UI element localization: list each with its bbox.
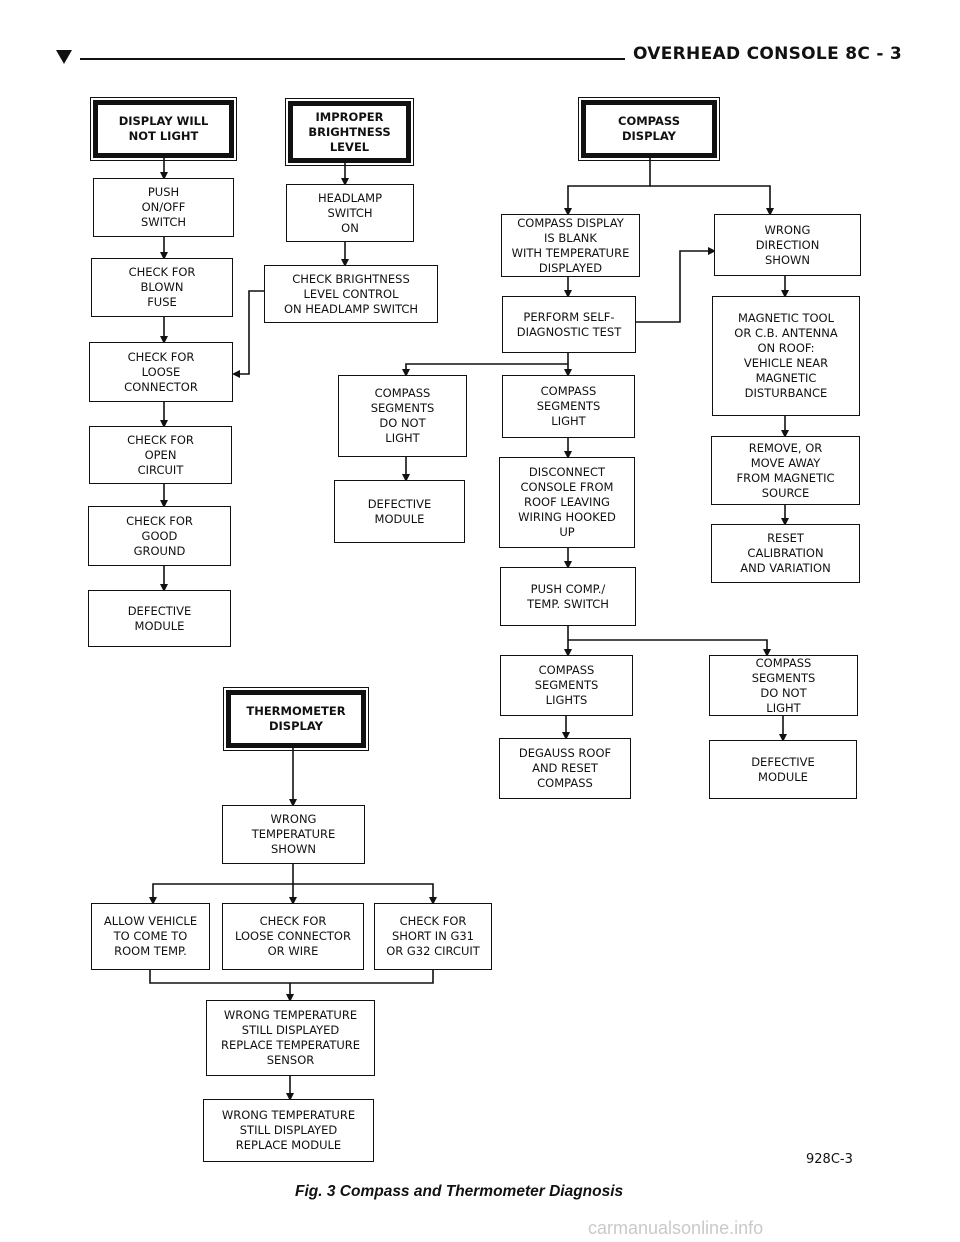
flow-line [149, 970, 434, 984]
box-improper-brightness-level: IMPROPER BRIGHTNESS LEVEL [285, 98, 414, 166]
box-wrong-temperature-replace-module: WRONG TEMPERATURE STILL DISPLAYED REPLAC… [203, 1099, 374, 1162]
arrow-connector [149, 883, 293, 905]
box-wrong-temperature-shown: WRONG TEMPERATURE SHOWN [222, 805, 365, 864]
box-allow-vehicle-room-temp: ALLOW VEHICLE TO COME TO ROOM TEMP. [91, 903, 210, 970]
box-compass-segments-do-not-light-2: COMPASS SEGMENTS DO NOT LIGHT [709, 655, 858, 716]
box-push-on-off-switch: PUSH ON/OFF SWITCH [93, 178, 234, 237]
box-push-comp-temp-switch: PUSH COMP./ TEMP. SWITCH [500, 567, 636, 626]
header-triangle-icon [56, 50, 72, 64]
box-disconnect-console-from-roof: DISCONNECT CONSOLE FROM ROOF LEAVING WIR… [499, 457, 635, 548]
box-check-good-ground: CHECK FOR GOOD GROUND [88, 506, 231, 566]
box-perform-self-diagnostic-test: PERFORM SELF- DIAGNOSTIC TEST [502, 296, 636, 353]
box-wrong-direction-shown: WRONG DIRECTION SHOWN [714, 214, 861, 276]
box-defective-module-2: DEFECTIVE MODULE [334, 480, 465, 543]
box-check-loose-connector: CHECK FOR LOOSE CONNECTOR [89, 342, 233, 402]
page-header-title: OVERHEAD CONSOLE 8C - 3 [633, 44, 903, 64]
header-rule [80, 58, 625, 60]
box-compass-segments-do-not-light-1: COMPASS SEGMENTS DO NOT LIGHT [338, 375, 467, 457]
box-wrong-temperature-replace-sensor: WRONG TEMPERATURE STILL DISPLAYED REPLAC… [206, 1000, 375, 1076]
box-defective-module-1: DEFECTIVE MODULE [88, 590, 231, 647]
box-check-short-g31-g32: CHECK FOR SHORT IN G31 OR G32 CIRCUIT [374, 903, 492, 970]
arrow-connector [293, 883, 437, 905]
box-magnetic-tool-or-cb-antenna: MAGNETIC TOOL OR C.B. ANTENNA ON ROOF: V… [712, 296, 860, 416]
box-headlamp-switch-on: HEADLAMP SWITCH ON [286, 184, 414, 242]
watermark-link[interactable]: carmanualsonline.info [588, 1218, 764, 1238]
box-compass-display-is-blank: COMPASS DISPLAY IS BLANK WITH TEMPERATUR… [501, 214, 640, 277]
arrow-connector [568, 639, 771, 657]
box-check-brightness-level-control: CHECK BRIGHTNESS LEVEL CONTROL ON HEADLA… [264, 265, 438, 323]
figure-code: 928C-3 [806, 1152, 853, 1167]
box-compass-segments-lights: COMPASS SEGMENTS LIGHTS [500, 655, 633, 716]
arrow-connector [564, 158, 651, 216]
box-reset-calibration-and-variation: RESET CALIBRATION AND VARIATION [711, 524, 860, 583]
box-check-loose-connector-or-wire: CHECK FOR LOOSE CONNECTOR OR WIRE [222, 903, 364, 970]
box-check-blown-fuse: CHECK FOR BLOWN FUSE [91, 258, 233, 317]
arrow-connector [402, 353, 569, 377]
box-compass-segments-light: COMPASS SEGMENTS LIGHT [502, 375, 635, 438]
box-compass-display: COMPASS DISPLAY [578, 97, 720, 161]
box-display-will-not-light: DISPLAY WILL NOT LIGHT [90, 97, 237, 161]
box-check-open-circuit: CHECK FOR OPEN CIRCUIT [89, 426, 232, 484]
box-degauss-roof-reset-compass: DEGAUSS ROOF AND RESET COMPASS [499, 738, 631, 799]
figure-caption: Fig. 3 Compass and Thermometer Diagnosis [295, 1183, 624, 1200]
box-defective-module-3: DEFECTIVE MODULE [709, 740, 857, 799]
box-remove-or-move-away: REMOVE, OR MOVE AWAY FROM MAGNETIC SOURC… [711, 436, 860, 505]
arrow-connector [232, 290, 264, 378]
arrow-connector [650, 185, 774, 216]
arrow-connector [636, 247, 716, 323]
box-thermometer-display: THERMOMETER DISPLAY [223, 687, 369, 751]
